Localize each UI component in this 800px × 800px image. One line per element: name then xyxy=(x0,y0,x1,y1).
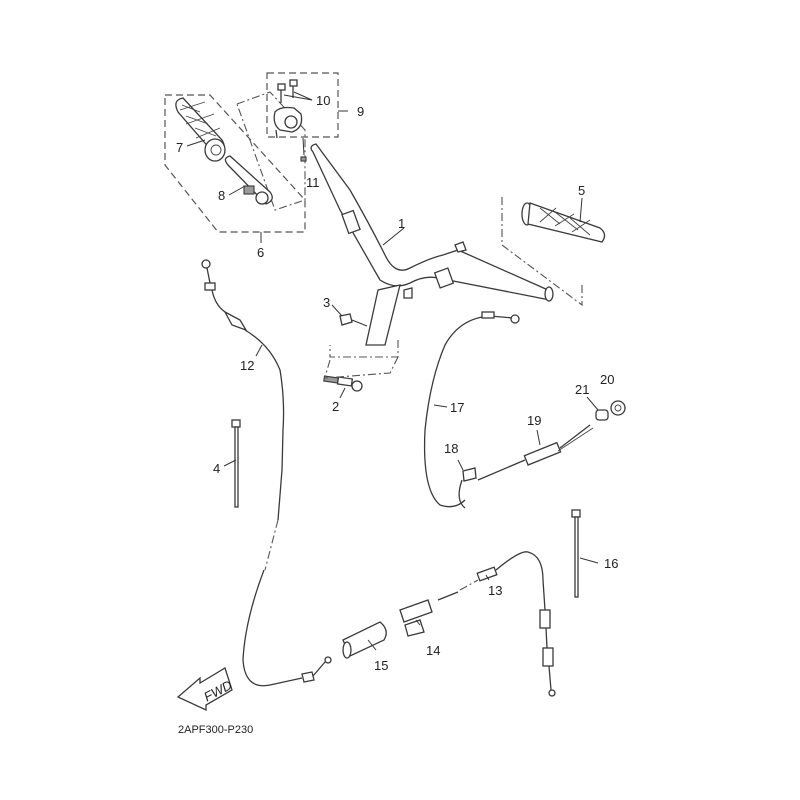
fwd-direction-arrow: FWD xyxy=(176,667,234,712)
part-13-cable[interactable] xyxy=(437,551,556,697)
callout-8[interactable]: 8 xyxy=(218,188,225,203)
callout-5[interactable]: 5 xyxy=(578,183,585,198)
drawing-code: 2APF300-P230 xyxy=(178,724,253,736)
callout-12[interactable]: 12 xyxy=(240,358,254,373)
part-8-throttle-sleeve[interactable] xyxy=(224,155,273,205)
callout-7[interactable]: 7 xyxy=(176,140,183,155)
part-17-brake-cable[interactable] xyxy=(423,311,520,508)
part-14-junction[interactable] xyxy=(399,599,433,637)
callout-1[interactable]: 1 xyxy=(398,216,405,231)
part-10-screws[interactable] xyxy=(277,79,298,103)
group-box-2 xyxy=(324,356,399,379)
part-18-clamp[interactable] xyxy=(458,467,477,509)
callout-6[interactable]: 6 xyxy=(257,245,264,260)
part-21-nut[interactable] xyxy=(595,409,609,421)
callout-14[interactable]: 14 xyxy=(426,643,440,658)
callout-18[interactable]: 18 xyxy=(444,441,458,456)
part-9-throttle-housing[interactable] xyxy=(273,106,303,139)
callout-17[interactable]: 17 xyxy=(450,400,464,415)
part-4-cable-tie[interactable] xyxy=(231,419,241,508)
group-box-5 xyxy=(501,197,583,307)
part-11-screw[interactable] xyxy=(300,156,307,162)
group-box-1-lower xyxy=(329,340,399,358)
callout-11[interactable]: 11 xyxy=(306,175,320,190)
callout-3[interactable]: 3 xyxy=(323,295,330,310)
group-box-9 xyxy=(266,72,339,138)
callout-10[interactable]: 10 xyxy=(316,93,330,108)
part-5-right-grip[interactable] xyxy=(521,202,606,243)
part-19-adjuster[interactable] xyxy=(477,424,594,481)
group-box-6 xyxy=(164,94,306,233)
callout-20[interactable]: 20 xyxy=(600,372,614,387)
part-2-bolt[interactable] xyxy=(323,375,363,392)
part-15-cover[interactable] xyxy=(342,621,387,659)
part-7-left-grip[interactable] xyxy=(175,97,226,162)
callout-2[interactable]: 2 xyxy=(332,399,339,414)
callout-21[interactable]: 21 xyxy=(575,382,589,397)
part-16-cable-tie[interactable] xyxy=(571,509,581,598)
part-20-locknut[interactable] xyxy=(610,400,626,416)
callout-13[interactable]: 13 xyxy=(488,583,502,598)
part-12-throttle-cable[interactable] xyxy=(201,259,332,687)
callout-9[interactable]: 9 xyxy=(357,104,364,119)
part-1-handlebar[interactable] xyxy=(310,143,554,346)
callout-16[interactable]: 16 xyxy=(604,556,618,571)
callout-4[interactable]: 4 xyxy=(213,461,220,476)
callout-19[interactable]: 19 xyxy=(527,413,541,428)
part-3-clip[interactable] xyxy=(339,313,353,326)
callout-15[interactable]: 15 xyxy=(374,658,388,673)
